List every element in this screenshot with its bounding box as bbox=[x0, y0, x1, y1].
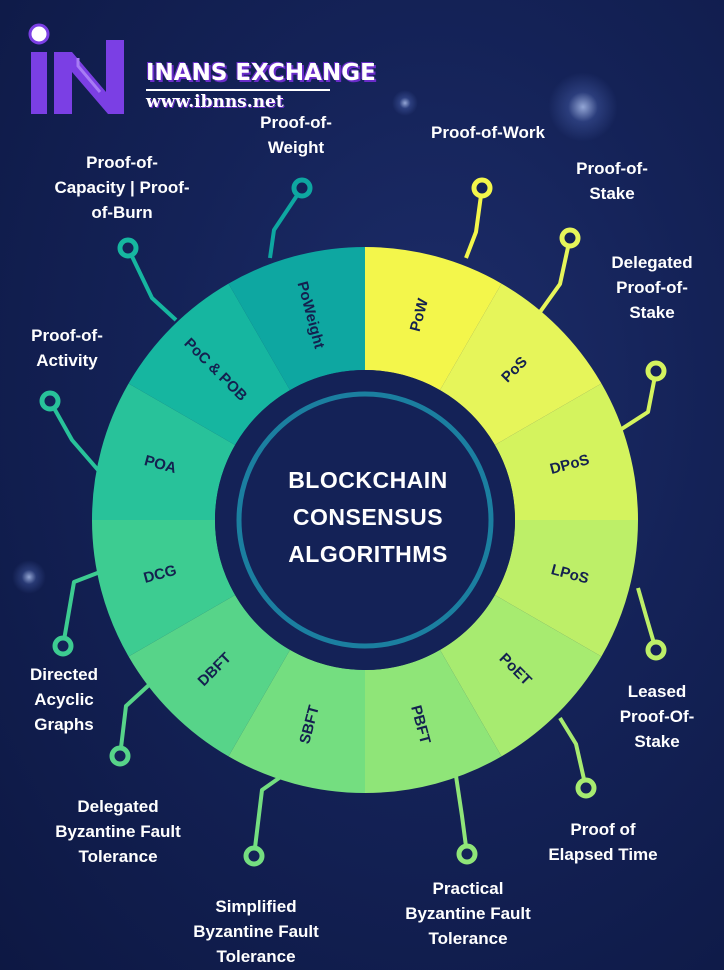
callout-poweight: Proof-of- Weight bbox=[236, 110, 356, 160]
ring-segment-poc-pob bbox=[128, 283, 290, 445]
inner-ring-outline bbox=[236, 391, 494, 649]
callout-poet: Proof of Elapsed Time bbox=[530, 817, 676, 867]
connector-line bbox=[252, 774, 284, 857]
callout-line: Delegated bbox=[611, 253, 693, 272]
callout-line: Tolerance bbox=[78, 847, 158, 866]
callout-line: Practical bbox=[432, 879, 504, 898]
ring-segment-pbft bbox=[365, 649, 502, 793]
callout-pos: Proof-of- Stake bbox=[544, 156, 680, 206]
connector-lines bbox=[39, 177, 667, 867]
ring-segment-poet bbox=[440, 595, 602, 757]
callout-line: Byzantine Fault bbox=[193, 922, 319, 941]
connector-dot bbox=[243, 845, 265, 867]
connector-dot bbox=[39, 390, 61, 412]
connector-line bbox=[454, 775, 469, 855]
callout-pow: Proof-of-Work bbox=[408, 120, 568, 145]
ring-segment-dbft bbox=[128, 595, 290, 757]
ring-segment-lpos bbox=[494, 520, 638, 657]
callout-line: Capacity | Proof- bbox=[54, 178, 190, 197]
callout-line: Stake bbox=[589, 184, 635, 203]
ring-segment-pos bbox=[440, 283, 602, 445]
callout-line: Tolerance bbox=[216, 947, 296, 966]
brand-url: www.ibnns.net bbox=[146, 92, 284, 112]
connector-line bbox=[268, 186, 304, 259]
ring-segment-sbft bbox=[228, 649, 365, 793]
callout-line: Proof-Of- bbox=[619, 707, 695, 726]
connector-dot bbox=[291, 177, 313, 199]
connector-line bbox=[118, 682, 152, 757]
connector-line bbox=[48, 400, 100, 472]
diagram-title: BLOCKCHAIN CONSENSUS ALGORITHMS bbox=[246, 462, 490, 573]
callout-line: Simplified bbox=[215, 897, 297, 916]
callout-poa: Proof-of- Activity bbox=[8, 323, 126, 373]
connector-line bbox=[61, 570, 101, 647]
connector-dot bbox=[559, 227, 581, 249]
callout-line: Acyclic bbox=[34, 690, 94, 709]
connector-dot bbox=[456, 843, 478, 865]
ring-segment-dpos bbox=[494, 383, 638, 520]
connector-dot bbox=[575, 777, 597, 799]
connector-dot bbox=[645, 639, 667, 661]
callout-line: Proof-of- bbox=[616, 278, 688, 297]
callout-line: Proof-of- bbox=[86, 153, 158, 172]
diagram-title-line: ALGORITHMS bbox=[288, 541, 448, 567]
callout-line: Tolerance bbox=[428, 929, 508, 948]
callout-line: Proof-of- bbox=[260, 113, 332, 132]
ring-segment-poweight bbox=[228, 247, 365, 391]
callout-line: Stake bbox=[629, 303, 675, 322]
callout-line: Delegated bbox=[77, 797, 159, 816]
callout-line: Proof-of-Work bbox=[431, 123, 545, 142]
connector-line bbox=[538, 237, 572, 314]
callout-line: Elapsed Time bbox=[548, 845, 658, 864]
ring-center-disc bbox=[215, 370, 515, 670]
ring-segments bbox=[92, 247, 638, 793]
ibnns-logo-mark-icon bbox=[28, 23, 124, 114]
callout-line: Byzantine Fault bbox=[55, 822, 181, 841]
ring-segment-dcg bbox=[92, 520, 236, 657]
callout-sbft: Simplified Byzantine Fault Tolerance bbox=[172, 894, 340, 969]
callout-line: Proof-of- bbox=[576, 159, 648, 178]
connector-line bbox=[126, 247, 178, 322]
callout-pbft: Practical Byzantine Fault Tolerance bbox=[384, 876, 552, 951]
brand-divider bbox=[146, 89, 330, 91]
diagram-title-line: CONSENSUS bbox=[292, 504, 444, 530]
callout-poc-pob: Proof-of- Capacity | Proof- of-Burn bbox=[24, 150, 220, 225]
brand-logo: INANS EXCHANGE www.ibnns.net bbox=[28, 22, 376, 122]
callout-lpos: Leased Proof-Of- Stake bbox=[594, 679, 720, 754]
callout-line: Graphs bbox=[34, 715, 94, 734]
callout-line: Directed bbox=[29, 665, 99, 684]
callout-line: Activity bbox=[36, 351, 98, 370]
callout-line: of-Burn bbox=[91, 203, 153, 222]
ring-segment-pow bbox=[365, 247, 502, 391]
callout-line: Weight bbox=[267, 138, 325, 157]
callout-line: Proof-of- bbox=[31, 326, 103, 345]
callout-dpos: Delegated Proof-of- Stake bbox=[584, 250, 720, 325]
callout-line: Byzantine Fault bbox=[405, 904, 531, 923]
callout-dbft: Delegated Byzantine Fault Tolerance bbox=[34, 794, 202, 869]
diagram-title-line: BLOCKCHAIN bbox=[288, 467, 448, 493]
ring-segment-poa bbox=[92, 383, 236, 520]
callout-line: Stake bbox=[634, 732, 680, 751]
connector-dot bbox=[117, 237, 139, 259]
callout-line: Proof of bbox=[570, 820, 636, 839]
connector-line bbox=[464, 187, 484, 259]
connector-dot bbox=[645, 360, 667, 382]
connector-dot bbox=[471, 177, 493, 199]
connector-line bbox=[618, 370, 658, 432]
connector-dot bbox=[52, 635, 74, 657]
callout-line: Leased bbox=[627, 682, 687, 701]
connector-dot bbox=[109, 745, 131, 767]
connector-line bbox=[558, 716, 588, 789]
brand-name: INANS EXCHANGE bbox=[146, 60, 376, 86]
connector-line bbox=[636, 587, 658, 651]
callout-dcg: Directed Acyclic Graphs bbox=[10, 662, 118, 737]
